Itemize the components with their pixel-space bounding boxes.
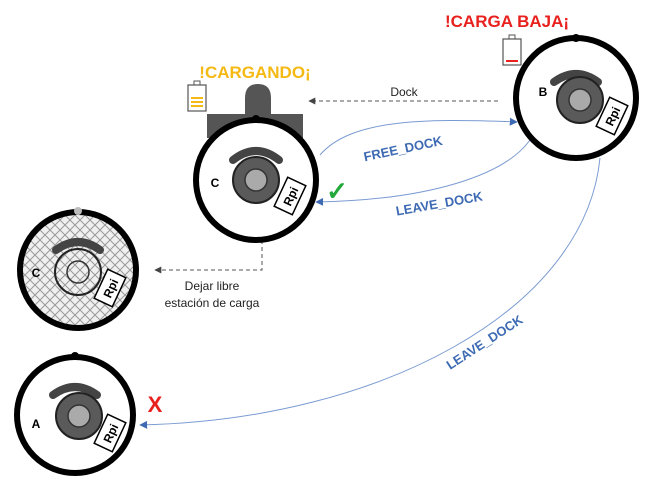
connectors bbox=[139, 97, 601, 429]
charging-status: !CARGANDO¡ bbox=[199, 63, 310, 82]
robot-c-ghost: Rpi C bbox=[17, 207, 139, 331]
robot-b-letter: B bbox=[539, 85, 548, 99]
fail-x-icon: X bbox=[148, 392, 163, 417]
free-dock-label: FREE_DOCK bbox=[362, 133, 444, 164]
robot-c-letter: C bbox=[211, 176, 220, 190]
leave-dock-arrow-1 bbox=[315, 139, 531, 206]
robot-b: Rpi B bbox=[513, 34, 639, 161]
free-dock-arrow bbox=[319, 117, 518, 156]
low-battery-status: !CARGA BAJA¡ bbox=[445, 12, 569, 31]
release-label-line1: Dejar libre bbox=[185, 279, 240, 293]
release-label-line2: estación de carga bbox=[165, 296, 260, 310]
leave-dock-label-1: LEAVE_DOCK bbox=[395, 188, 485, 218]
robot-c-ghost-letter: C bbox=[32, 266, 41, 280]
robot-a: Rpi A bbox=[14, 352, 136, 476]
robot-a-letter: A bbox=[32, 417, 41, 431]
release-arrow bbox=[154, 240, 263, 274]
leave-dock-label-2: LEAVE_DOCK bbox=[444, 312, 526, 373]
ok-check-icon: ✓ bbox=[326, 176, 348, 206]
leave-dock-arrow-2 bbox=[139, 157, 601, 429]
low-battery-icon bbox=[502, 34, 522, 66]
dock-label: Dock bbox=[390, 85, 418, 99]
robot-c-charging: Rpi C bbox=[193, 115, 319, 243]
charging-battery-icon bbox=[187, 80, 207, 112]
